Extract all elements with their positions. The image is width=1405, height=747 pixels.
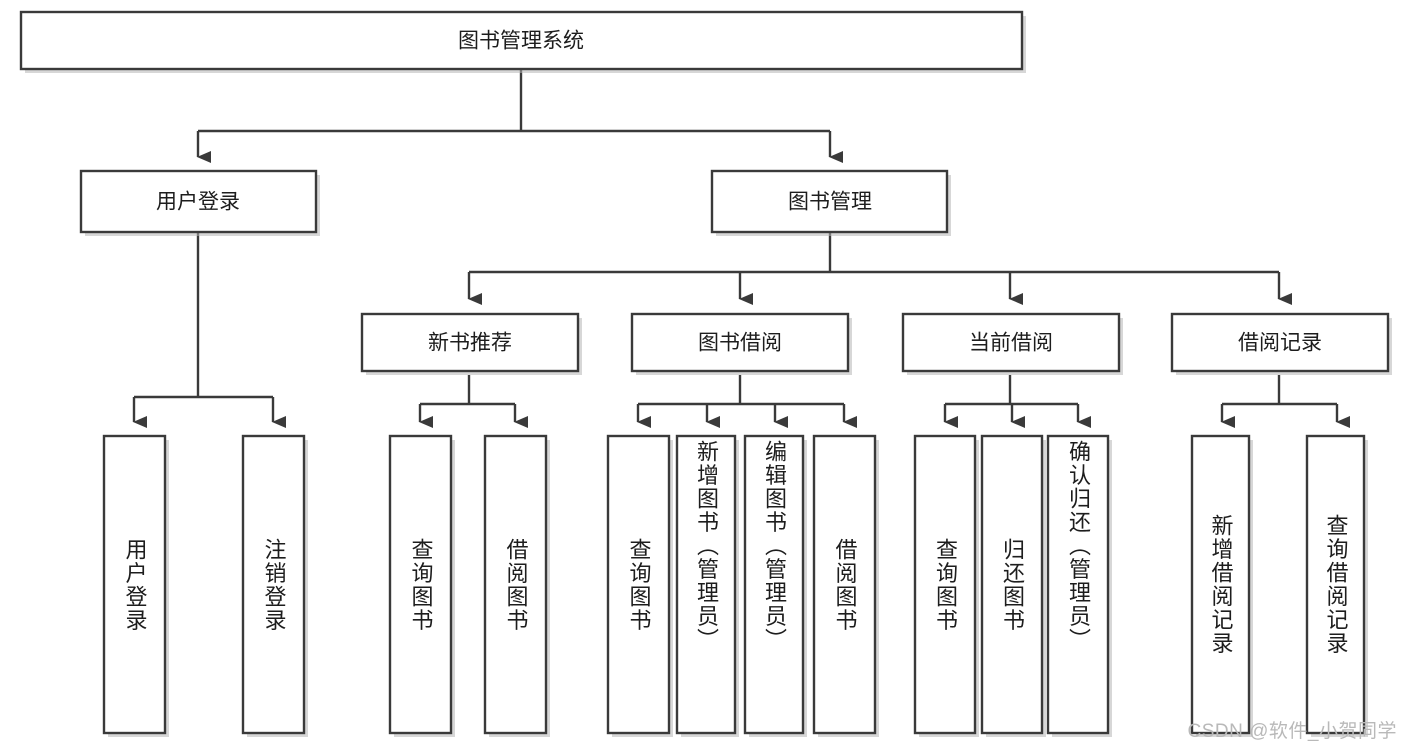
leaf-node-new-book-0[interactable]: [388, 434, 455, 737]
leaf-node-new-book-1-box: [483, 434, 548, 735]
edge-group-new-book: [418, 375, 528, 428]
node-current-borrow-box: [901, 312, 1121, 373]
node-book-borrow[interactable]: 图书借阅: [630, 312, 852, 375]
leaf-node-book-borrow-0[interactable]: [606, 434, 673, 737]
leaf-node-user-login-0-box: [102, 434, 167, 735]
leaf-node-book-borrow-3-box: [812, 434, 877, 735]
node-current-borrow[interactable]: 当前借阅: [901, 312, 1123, 375]
leaf-node-user-login-1-box: [241, 434, 306, 735]
leaf-node-book-borrow-0-box: [606, 434, 671, 735]
leaf-node-book-borrow-1-box: [675, 434, 737, 735]
edge-group-user-login: [132, 232, 286, 428]
leaf-node-current-borrow-2[interactable]: [1046, 434, 1112, 737]
leaf-node-book-borrow-2-box: [743, 434, 805, 735]
node-root-box: [19, 10, 1024, 71]
node-new-book-recommend-box: [360, 312, 580, 373]
node-user-login-label: 用户登录: [156, 191, 240, 214]
leaf-node-user-login-1[interactable]: [241, 434, 308, 737]
node-borrow-record-label: 借阅记录: [1238, 332, 1322, 355]
leaf-node-borrow-record-0[interactable]: [1190, 434, 1253, 737]
leaf-node-new-book-0-box: [388, 434, 453, 735]
node-book-borrow-label: 图书借阅: [698, 332, 782, 355]
leaf-node-current-borrow-1-box: [980, 434, 1044, 735]
leaf-node-book-borrow-2[interactable]: [743, 434, 807, 737]
leaf-node-borrow-record-1[interactable]: [1305, 434, 1368, 737]
edge-group-book-borrow: [636, 375, 857, 428]
node-book-manage-box: [710, 169, 949, 234]
edge-group-root: [196, 69, 843, 163]
node-borrow-record[interactable]: 借阅记录: [1170, 312, 1392, 375]
leaf-node-user-login-0[interactable]: [102, 434, 169, 737]
leaf-node-book-borrow-3[interactable]: [812, 434, 879, 737]
edge-group-current-borrow: [943, 375, 1091, 428]
node-root[interactable]: 图书管理系统: [19, 10, 1026, 73]
watermark-text: CSDN @软件_小贺同学: [1187, 721, 1397, 742]
node-book-manage-label: 图书管理: [788, 191, 872, 214]
node-user-login[interactable]: 用户登录: [79, 169, 320, 236]
node-current-borrow-label: 当前借阅: [969, 332, 1053, 355]
leaf-node-new-book-1[interactable]: [483, 434, 550, 737]
leaf-node-current-borrow-0-box: [913, 434, 977, 735]
leaf-node-borrow-record-1-box: [1305, 434, 1366, 735]
leaf-node-current-borrow-0[interactable]: [913, 434, 979, 737]
node-user-login-box: [79, 169, 318, 234]
leaf-node-current-borrow-1[interactable]: [980, 434, 1046, 737]
leaf-node-current-borrow-2-box: [1046, 434, 1110, 735]
node-book-manage[interactable]: 图书管理: [710, 169, 951, 236]
node-borrow-record-box: [1170, 312, 1390, 373]
edge-group-borrow-record: [1220, 375, 1350, 428]
leaf-node-book-borrow-1[interactable]: [675, 434, 739, 737]
node-book-borrow-box: [630, 312, 850, 373]
node-root-label: 图书管理系统: [458, 30, 584, 53]
edge-group-book-manage: [467, 232, 1292, 305]
node-new-book-recommend-label: 新书推荐: [428, 332, 512, 355]
leaf-node-borrow-record-0-box: [1190, 434, 1251, 735]
node-new-book-recommend[interactable]: 新书推荐: [360, 312, 582, 375]
